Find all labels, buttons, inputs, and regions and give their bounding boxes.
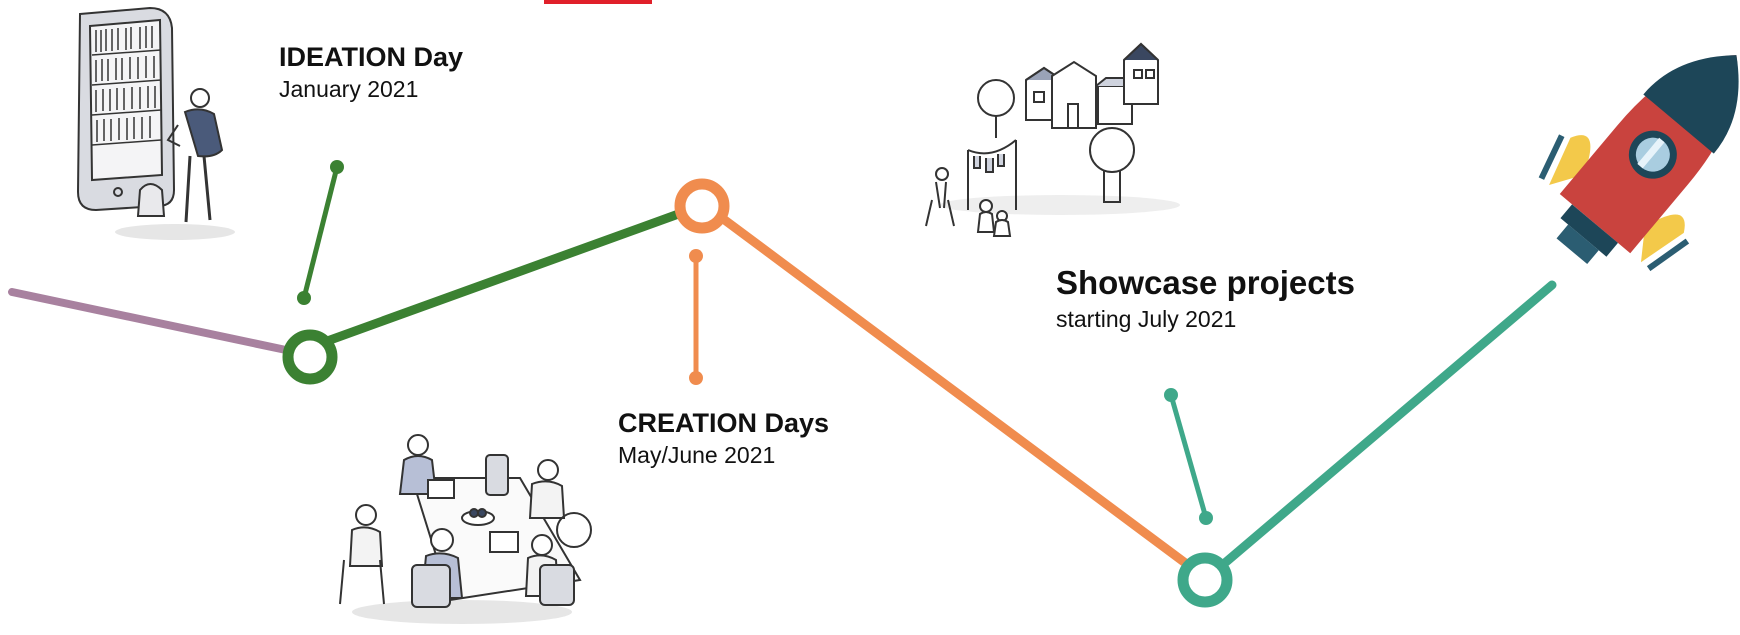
milestone-label-ideation: IDEATION Day January 2021 [279,40,463,104]
tablet-bookshelf-illustration [76,6,235,240]
rocket-icon [1538,55,1739,272]
milestone-title: Showcase projects [1056,264,1355,301]
milestone-date: May/June 2021 [618,442,776,468]
pin-creation [689,249,703,385]
neighborhood-illustration [925,42,1180,237]
timeline-segment-ideation [303,207,689,353]
milestone-title: IDEATION Day [279,42,464,72]
pin-ideation [297,160,344,305]
header-accent-bar [544,0,652,4]
milestone-label-showcase: Showcase projects starting July 2021 [1056,262,1355,334]
pin-showcase [1164,388,1213,525]
milestone-date: starting July 2021 [1056,306,1237,332]
milestone-node-showcase [1177,552,1233,608]
milestone-title: CREATION Days [618,408,830,438]
timeline-segment-showcase [1221,280,1557,567]
milestone-node-creation [674,178,730,234]
milestone-label-creation: CREATION Days May/June 2021 [618,406,829,470]
timeline-lead-in [8,288,290,354]
milestone-date: January 2021 [279,76,419,102]
milestone-node-ideation [282,329,338,385]
team-meeting-illustration [339,434,592,624]
timeline-segment-creation [717,213,1193,570]
